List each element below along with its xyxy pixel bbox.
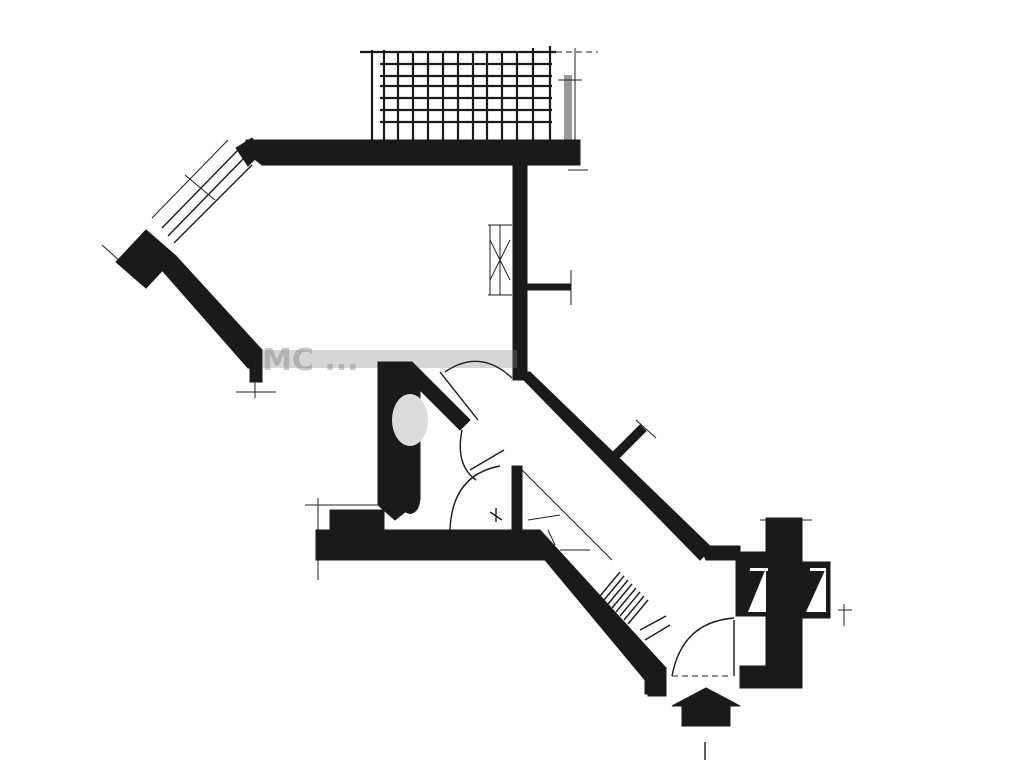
wall-right-vertical	[512, 159, 528, 381]
wall-west-stub	[249, 349, 263, 383]
wall-top	[245, 139, 581, 166]
entrance-arrow-icon	[671, 687, 741, 727]
wall-entry-bottom	[739, 665, 803, 689]
angled-window-nw	[101, 139, 253, 271]
service-room-light	[392, 394, 428, 446]
wall-west-diagonal	[159, 255, 263, 369]
wall-entry-horizontal	[699, 545, 741, 561]
light-fixture-icon	[489, 508, 503, 522]
door-swing-bath-2	[449, 465, 501, 531]
corridor-counter	[521, 469, 613, 561]
door-swing-corridor	[444, 360, 513, 379]
wall-corridor-sw	[518, 529, 667, 695]
wall-entry-pillar	[765, 517, 803, 689]
wall-nw-tip	[235, 137, 263, 167]
wall-nw-corner	[115, 229, 177, 289]
corridor-stair	[599, 571, 671, 641]
wall-corridor-ne	[514, 371, 713, 561]
balcony-edge	[556, 48, 598, 140]
wall-corridor-divider	[511, 465, 523, 537]
wall-sw-stub	[329, 509, 385, 531]
wall-stub-right	[526, 283, 572, 291]
door-swing-bath-1	[459, 429, 477, 481]
service-room-walls	[377, 361, 471, 521]
wardrobe-panel	[488, 224, 512, 296]
watermark: MC ...	[262, 343, 359, 378]
wall-corridor-ne-stub	[609, 424, 647, 462]
balcony-grid	[360, 46, 556, 140]
entry-door-swing	[671, 617, 735, 677]
